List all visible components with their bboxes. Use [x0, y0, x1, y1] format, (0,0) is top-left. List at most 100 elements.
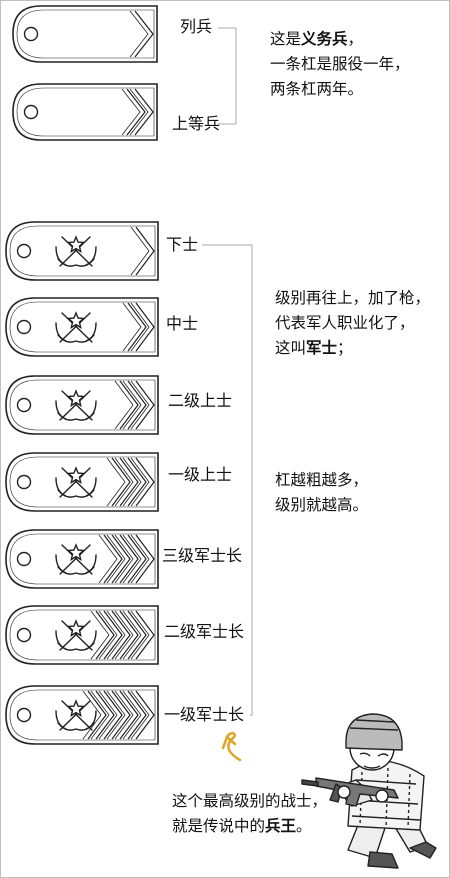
chevron-stripe — [111, 457, 131, 507]
chevron-stripe-inner — [130, 610, 150, 660]
button-icon — [23, 104, 39, 120]
star-icon — [66, 619, 86, 637]
chevron-stripe — [119, 610, 139, 660]
chevron-stripe — [126, 88, 146, 136]
chevron-stripe-inner — [129, 88, 149, 136]
chevron-stripe — [135, 534, 155, 584]
chevron-stripe-inner — [98, 534, 118, 584]
chevron-stripe-inner — [130, 534, 150, 584]
curved-arrow-icon — [221, 731, 242, 762]
chevron-stripe — [119, 690, 139, 740]
button-icon — [23, 26, 39, 42]
note-stripes: 杠越粗越多， 级别就越高。 — [275, 471, 369, 514]
note-sergeant: 级别再往上，加了枪， 代表军人职业化了， 这叫军士； — [275, 289, 431, 357]
star-icon — [66, 543, 86, 561]
chevron-stripe — [134, 88, 154, 136]
chevron-stripe — [111, 534, 131, 584]
chevron-stripe-inner — [122, 302, 142, 352]
crossed-rifles-icon — [55, 699, 97, 731]
epaulet-border — [9, 533, 156, 585]
chevron-stripe-inner — [122, 610, 142, 660]
chevron-stripe-inner — [130, 226, 150, 276]
chevron-stripe-inner — [122, 457, 142, 507]
epaulet-board — [5, 452, 159, 512]
chevron-stripe-inner — [90, 610, 110, 660]
bracket-conscript — [218, 27, 237, 125]
star-icon — [66, 699, 86, 717]
epaulet-border — [9, 301, 156, 353]
note-conscript: 这是义务兵， 一条杠是服役一年， 两条杠两年。 — [270, 30, 410, 98]
epaulet-border — [16, 87, 155, 137]
chevron-stripe — [134, 10, 154, 58]
chevron-stripe-inner — [106, 534, 126, 584]
chevron-stripe — [135, 610, 155, 660]
epaulet-nco-4 — [5, 452, 159, 512]
chevron-stripe — [135, 226, 155, 276]
crossed-rifles-icon — [55, 389, 97, 421]
chevron-stripe — [127, 302, 147, 352]
epaulet-board — [5, 375, 159, 435]
epaulet-nco-7 — [5, 685, 159, 745]
chevron-stripe-inner — [98, 690, 118, 740]
chevron-stripe-inner — [130, 690, 150, 740]
chevron-stripe-inner — [114, 534, 134, 584]
epaulet-nco-2 — [5, 297, 159, 357]
chevron-stripe — [135, 380, 155, 430]
chevron-stripe — [127, 380, 147, 430]
epaulet-border — [16, 9, 155, 59]
chevron-stripe — [111, 690, 131, 740]
chevron-stripe — [135, 302, 155, 352]
epaulet-board — [5, 605, 159, 665]
epaulet-border — [9, 609, 156, 661]
epaulet-1 — [12, 5, 158, 63]
rank-label-sergeant-first-class: 一级上士 — [168, 465, 233, 484]
epaulet-border — [9, 379, 156, 431]
epaulet-board — [12, 5, 158, 63]
epaulet-nco-3 — [5, 375, 159, 435]
chevron-stripe — [95, 690, 115, 740]
chevron-stripe — [103, 690, 123, 740]
epaulet-board — [5, 297, 159, 357]
button-icon — [16, 474, 32, 490]
epaulet-board — [5, 529, 159, 589]
epaulet-nco-5 — [5, 529, 159, 589]
crossed-rifles-icon — [55, 311, 97, 343]
button-icon — [16, 707, 32, 723]
chevron-stripe-inner — [121, 88, 141, 136]
chevron-stripe — [127, 534, 147, 584]
chevron-stripe-inner — [122, 534, 142, 584]
crossed-rifles-icon — [55, 543, 97, 575]
rank-label-sergeant: 中士 — [166, 314, 199, 333]
crossed-rifles-icon — [55, 235, 97, 267]
rank-label-master-sergeant-3: 三级军士长 — [162, 546, 243, 565]
chevron-stripe-inner — [130, 380, 150, 430]
chevron-stripe — [103, 610, 123, 660]
chevron-stripe — [119, 457, 139, 507]
button-icon — [16, 319, 32, 335]
chevron-stripe-inner — [114, 690, 134, 740]
chevron-stripe-inner — [90, 690, 110, 740]
crossed-rifles-icon — [55, 619, 97, 651]
star-icon — [66, 311, 86, 329]
chevron-stripe-inner — [114, 380, 134, 430]
crossed-rifles-icon — [55, 466, 97, 498]
nco-epaulets — [5, 221, 159, 745]
chevron-stripe — [119, 534, 139, 584]
soldier-illustration — [301, 713, 437, 869]
chevron-stripe-inner — [129, 10, 149, 58]
epaulet-board — [5, 221, 159, 281]
epaulet-border — [9, 225, 156, 277]
chevron-stripe — [135, 457, 155, 507]
chevron-stripe — [135, 690, 155, 740]
button-icon — [16, 551, 32, 567]
rank-label-private: 列兵 — [180, 17, 213, 36]
rank-label-private-first-class: 上等兵 — [172, 114, 221, 133]
chevron-stripe-inner — [98, 610, 118, 660]
star-icon — [66, 235, 86, 253]
rank-label-master-sergeant-1: 一级军士长 — [164, 705, 245, 724]
epaulet-border — [9, 689, 156, 741]
rank-label-staff-sergeant: 二级上士 — [168, 391, 233, 410]
epaulet-2 — [12, 83, 158, 141]
rank-label-corporal: 下士 — [166, 235, 199, 254]
